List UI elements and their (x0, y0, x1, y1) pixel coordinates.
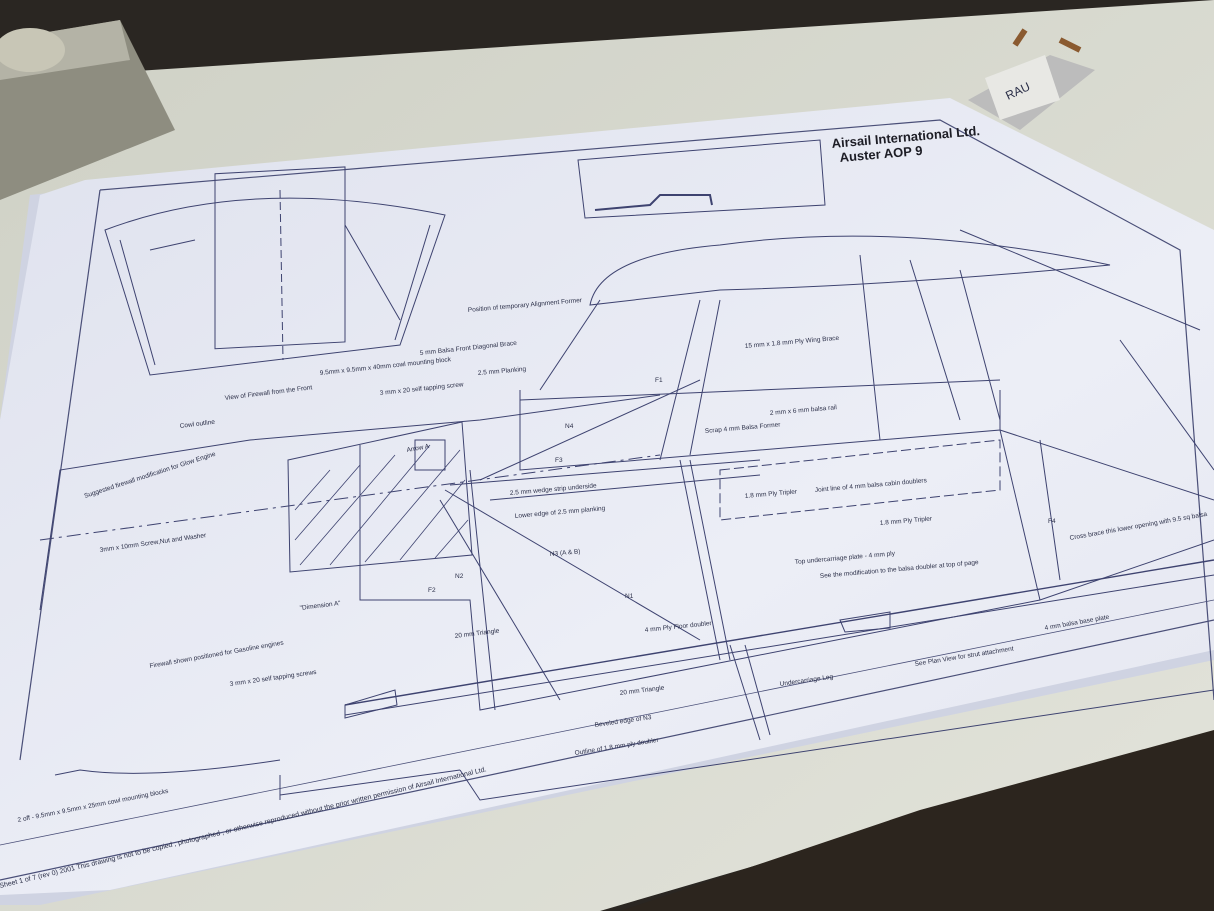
fuselage-drawing (39, 139, 1214, 801)
tape-dispenser (0, 20, 175, 200)
label-n1: N1 (625, 593, 634, 600)
binder-clip: RAU (968, 28, 1095, 130)
label-arrow-a: Arrow A (406, 443, 430, 454)
label-f3: F3 (555, 457, 563, 464)
sheet-border (0, 119, 1214, 881)
hatching (294, 444, 469, 566)
label-tripler-2: 1.8 mm Ply Tripler (880, 515, 934, 527)
label-cowl-outline: Cowl outline (179, 419, 215, 430)
label-f4: F4 (1048, 518, 1056, 525)
blueprint-sheet[interactable] (0, 98, 1214, 895)
table-edge-shadow (620, 730, 1214, 911)
label-n4: N4 (565, 423, 574, 430)
label-planking: 2.5 mm Planking (478, 366, 527, 377)
label-n3: N3 (A & B) (550, 548, 581, 558)
label-f1: F1 (655, 377, 663, 384)
label-tripler-1: 1.8 mm Ply Tripler (745, 488, 799, 500)
model-title: Auster AOP 9 (839, 143, 923, 165)
label-f2: F2 (428, 587, 436, 594)
label-n2: N2 (455, 573, 464, 580)
